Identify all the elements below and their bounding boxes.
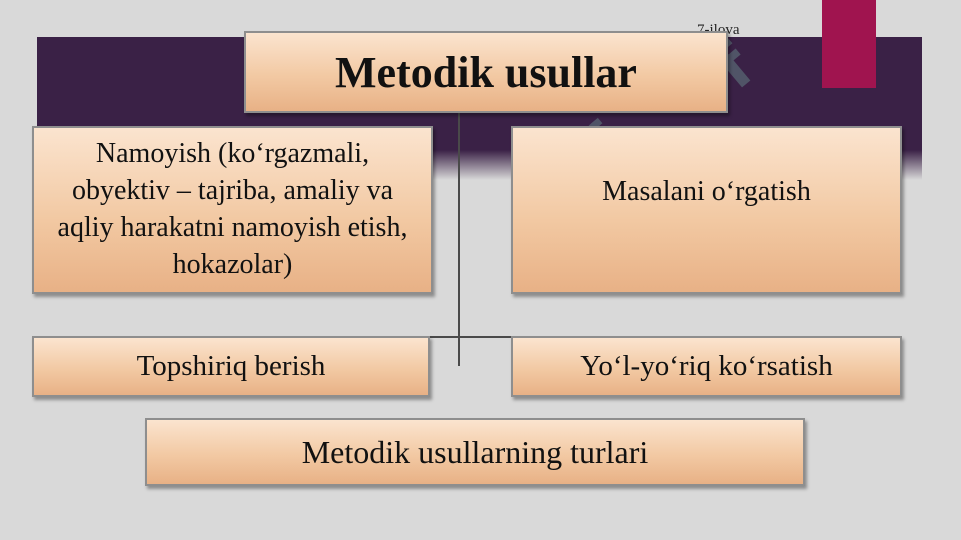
accent-bar bbox=[822, 0, 876, 88]
method-box-demonstration: Namoyish (ko‘rgazmali, obyektiv – tajrib… bbox=[32, 126, 433, 294]
diagram-caption: Metodik usullarning turlari bbox=[145, 418, 805, 486]
connector-vertical bbox=[458, 108, 460, 366]
method-box-teaching-problem: Masalani o‘rgatish bbox=[511, 126, 902, 294]
method-box-guidance: Yo‘l-yo‘riq ko‘rsatish bbox=[511, 336, 902, 397]
method-box-assignment: Topshiriq berish bbox=[32, 336, 430, 397]
connector-horizontal bbox=[430, 336, 511, 338]
diagram-title: Metodik usullar bbox=[244, 31, 728, 113]
